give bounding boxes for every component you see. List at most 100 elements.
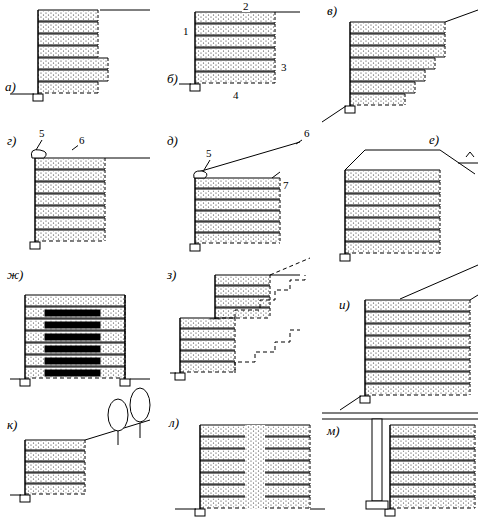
geotextile (195, 71, 275, 72)
soil-layer (350, 36, 445, 45)
layer-end (105, 182, 106, 193)
soil-layer (195, 235, 280, 243)
callout-number: 2 (242, 1, 250, 12)
layer-end (425, 70, 426, 81)
layer-end (98, 34, 99, 45)
geotextile (215, 308, 270, 309)
geotextile (345, 241, 440, 242)
geotextile (215, 275, 270, 276)
geotextile (345, 230, 440, 231)
layer-end (270, 308, 271, 318)
layer-end (270, 275, 271, 285)
geotextile (180, 340, 235, 341)
soil-layer (195, 62, 275, 71)
soil-layer (365, 350, 470, 359)
soil-layer (25, 309, 125, 318)
geotextile (38, 93, 98, 94)
layer-end (280, 200, 281, 210)
geotextile (365, 311, 470, 312)
footing (175, 373, 185, 380)
geotextile (195, 200, 280, 201)
layer-end (470, 300, 471, 311)
footing (360, 396, 370, 403)
geotextile (25, 473, 85, 474)
layer-end (280, 178, 281, 188)
soil-layer (195, 26, 275, 35)
geotextile (38, 22, 98, 23)
geotextile (195, 72, 275, 73)
soil-layer (365, 338, 470, 347)
callout-number: 4 (232, 90, 240, 101)
panel-letter: и) (338, 298, 351, 311)
layer-end (415, 82, 416, 93)
layer-end (470, 384, 471, 395)
panel-letter: е) (428, 133, 440, 146)
layer-end (235, 318, 236, 328)
layer-end (85, 484, 86, 494)
geotextile (365, 360, 470, 361)
panel-letter: а) (4, 80, 17, 93)
geotextile (25, 355, 125, 356)
layer-end (105, 194, 106, 205)
geotextile (195, 59, 275, 60)
layer-end (275, 60, 276, 71)
footing (190, 84, 200, 91)
geotextile (195, 83, 275, 84)
layer-end (445, 22, 446, 33)
soil-layer (345, 220, 440, 229)
geotextile (25, 342, 125, 343)
layer-end (275, 48, 276, 59)
geotextile (350, 82, 415, 83)
geotextile (25, 378, 125, 379)
layer-end (475, 437, 476, 448)
geotextile (365, 383, 470, 384)
geotextile (365, 312, 470, 313)
soil-layer (25, 357, 125, 366)
geotextile (180, 318, 235, 319)
soil-layer (38, 72, 108, 81)
geotextile (195, 222, 280, 223)
layer-end (440, 170, 441, 181)
soil-layer (215, 288, 270, 296)
geotextile (365, 335, 470, 336)
geotextile (195, 243, 280, 244)
layer-end (310, 461, 311, 472)
soil-layer (365, 374, 470, 383)
geotextile (345, 229, 440, 230)
geotextile (365, 395, 470, 396)
layer-end (105, 218, 106, 229)
footing (33, 94, 43, 101)
geotextile (350, 94, 405, 95)
layer-end (98, 22, 99, 33)
footing (120, 379, 130, 386)
soil-layer (25, 486, 85, 494)
soil-layer (390, 463, 475, 472)
geotextile (350, 34, 445, 35)
geotextile (25, 483, 85, 484)
layer-end (445, 46, 446, 57)
soil-layer (25, 297, 125, 306)
layer-end (275, 72, 276, 83)
geotextile (390, 496, 475, 497)
geotextile (365, 371, 470, 372)
soil-layer (350, 24, 445, 33)
layer-end (105, 206, 106, 217)
layer-end (470, 372, 471, 383)
geotextile (215, 297, 270, 298)
layer-end (475, 497, 476, 508)
geotextile (195, 24, 275, 25)
callout-number: 5 (205, 148, 213, 159)
soil-layer (25, 321, 125, 330)
geotextile (25, 306, 125, 307)
geotextile (345, 193, 440, 194)
geotextile (195, 199, 280, 200)
geotextile (195, 47, 275, 48)
soil-layer (25, 464, 85, 472)
geotextile (35, 218, 105, 219)
wall-face (179, 318, 181, 373)
geotextile (180, 329, 235, 330)
geotextile (35, 205, 105, 206)
geotextile (390, 448, 475, 449)
geotextile (350, 70, 425, 71)
geotextile (195, 48, 275, 49)
